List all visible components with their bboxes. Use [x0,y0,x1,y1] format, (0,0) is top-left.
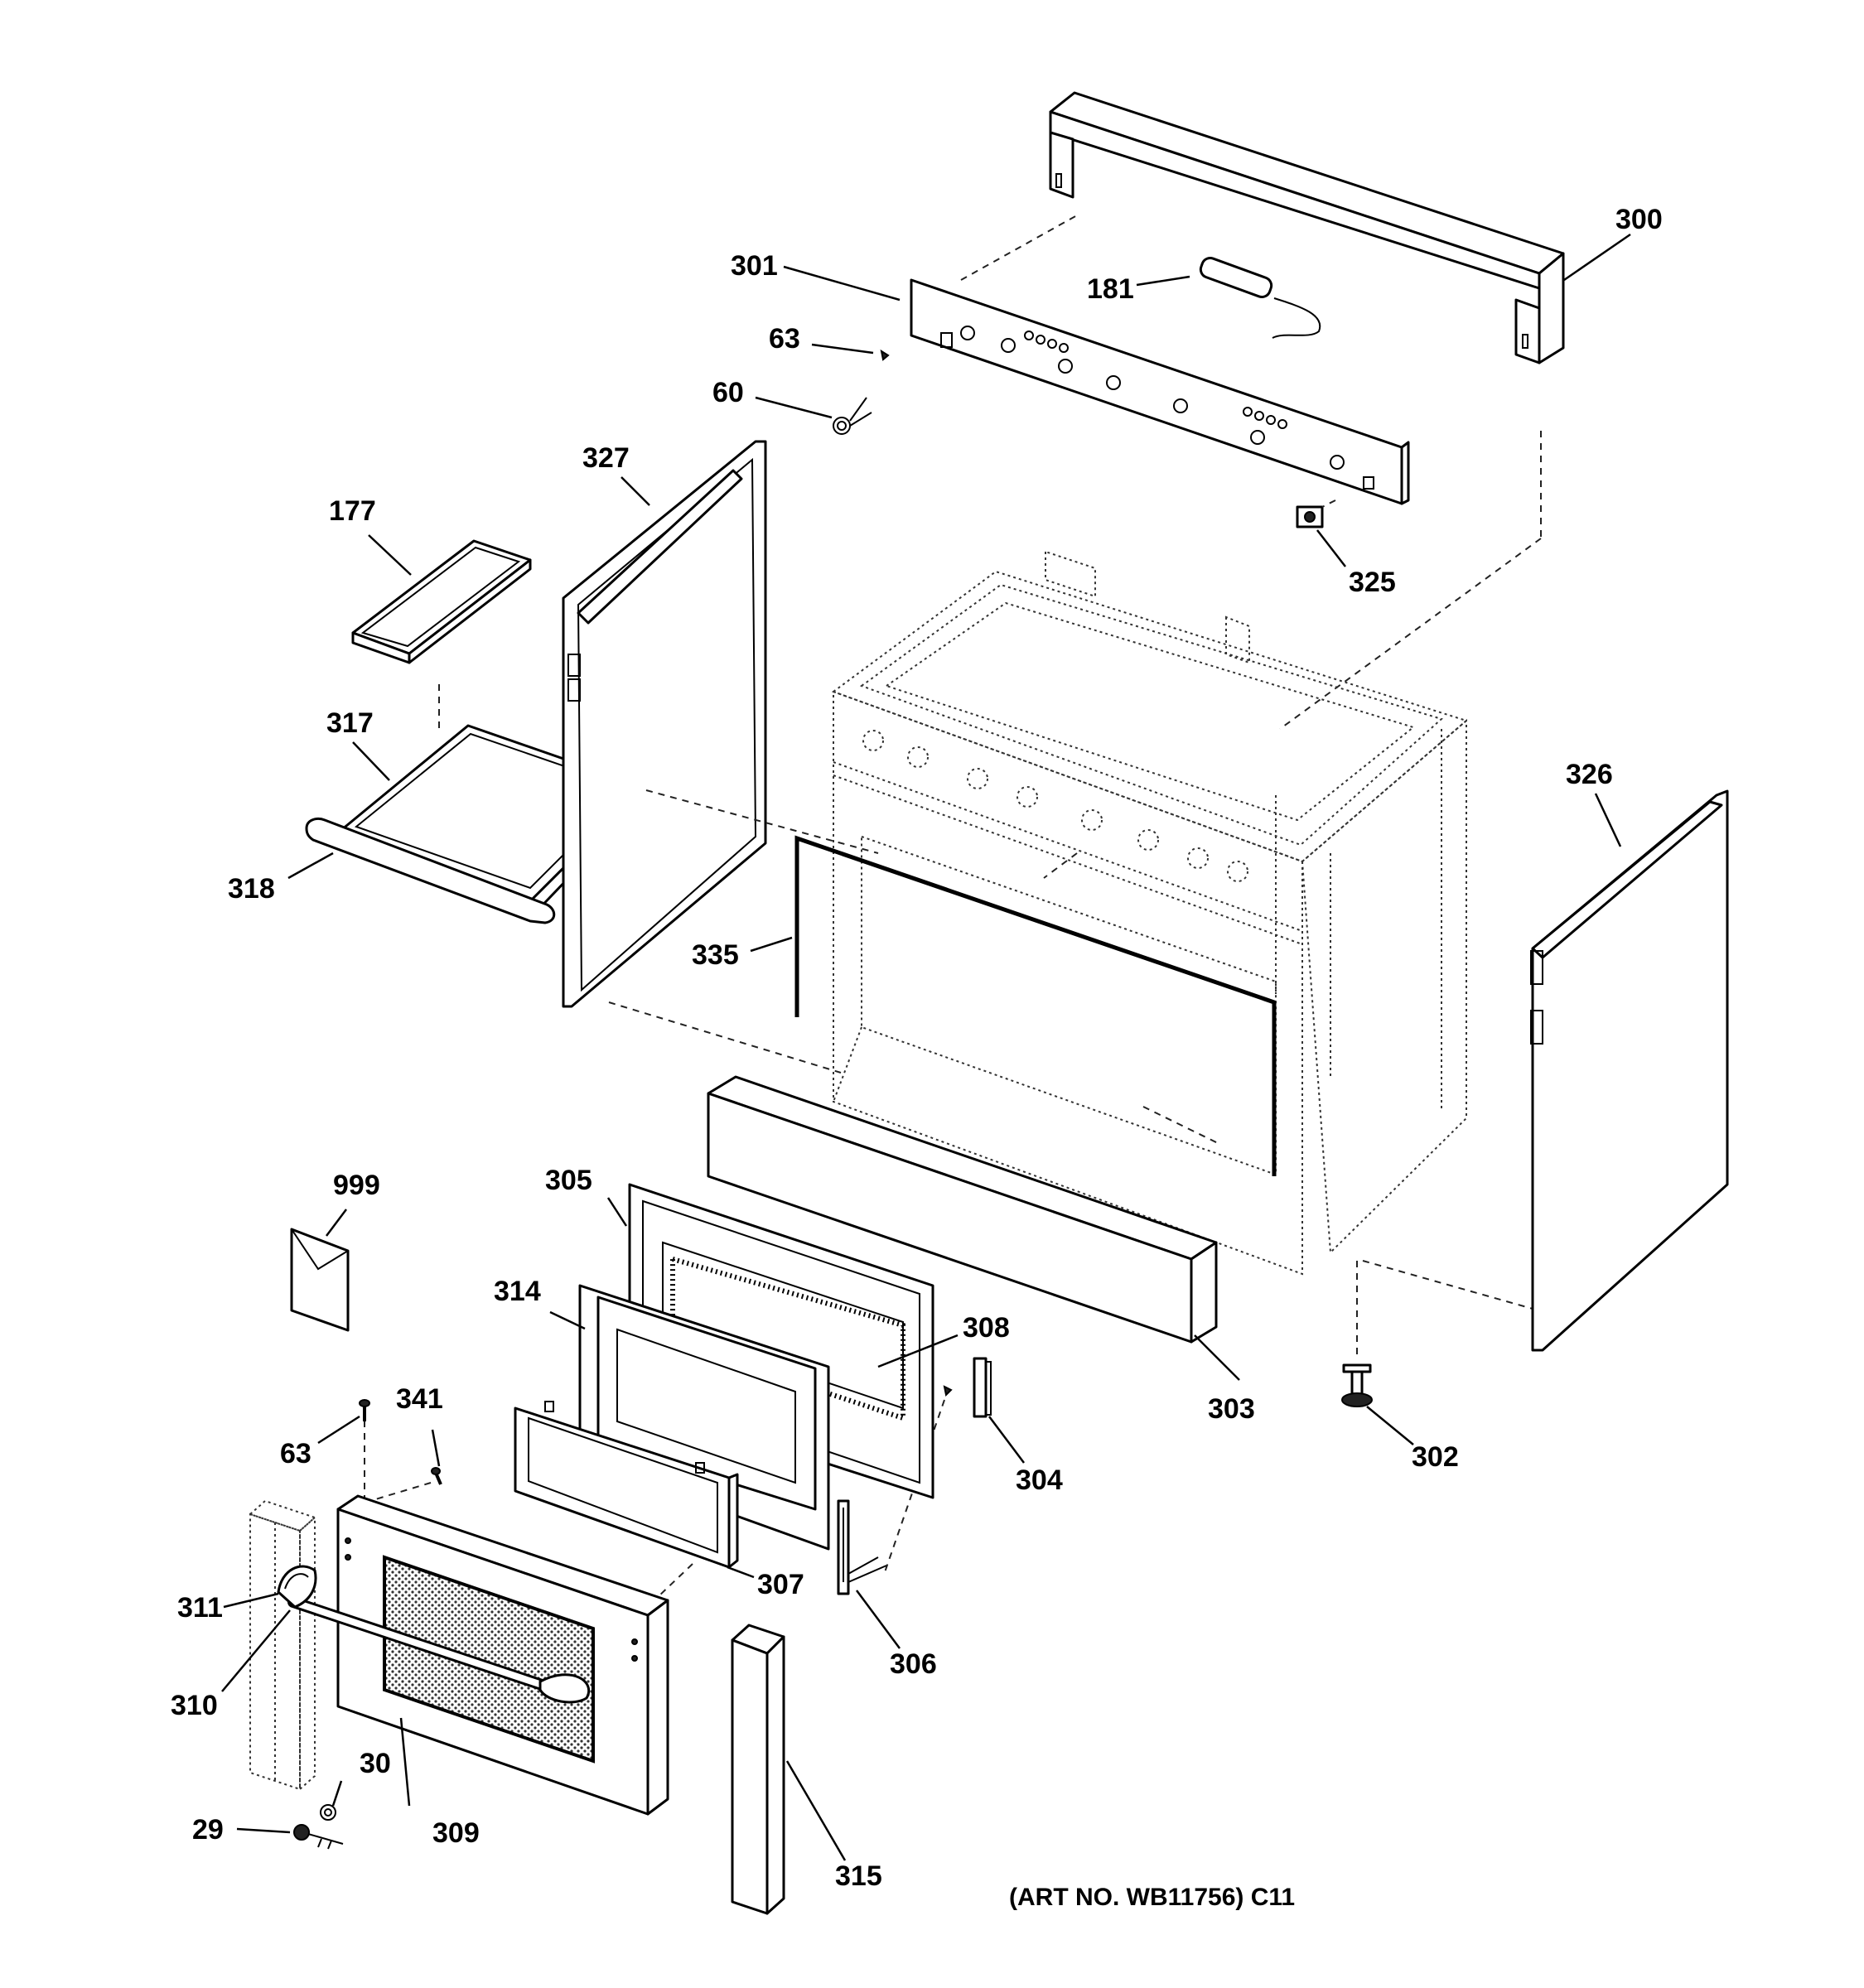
part-door-side-trim-ghost [249,1499,316,1792]
part-309-outer-door [336,1494,669,1816]
part-335-gasket [794,835,1277,1176]
callout-306: 306 [890,1648,937,1680]
callout-181: 181 [1087,273,1134,305]
callout-315: 315 [835,1860,882,1892]
part-304-hinge-receptacle [943,1357,992,1418]
callout-341: 341 [396,1383,443,1415]
callout-307: 307 [757,1569,804,1600]
callout-326: 326 [1566,759,1613,790]
callout-308: 308 [963,1312,1010,1344]
part-29-latch [293,1824,344,1850]
part-999-literature [290,1228,350,1332]
part-318-shelf-front-trim [305,817,556,924]
part-302-leveling-leg [1341,1363,1373,1407]
callout-318: 318 [228,873,275,905]
callout-300: 300 [1615,204,1663,235]
callout-309: 309 [432,1817,480,1849]
part-63-screw-lower [359,1399,370,1421]
callout-63-lower: 63 [280,1438,311,1469]
part-181-sensor [1199,256,1321,339]
callout-177: 177 [329,495,376,527]
part-30-grommet [320,1804,336,1821]
part-326-right-side-panel [1530,789,1729,1352]
callout-60: 60 [712,377,744,408]
part-301-control-panel [910,278,1410,505]
leader-lines [221,233,1631,1861]
callout-304: 304 [1016,1464,1063,1496]
part-315-door-side-trim [731,1624,785,1915]
callout-999: 999 [333,1170,380,1201]
range-body-cabinet [831,550,1469,1276]
part-306-hinge [837,1499,887,1595]
callout-63-upper: 63 [769,323,800,355]
part-300-backguard-trim [1049,91,1565,364]
callout-325: 325 [1349,567,1396,598]
part-327-left-side-panel [562,440,767,1008]
callout-317: 317 [326,707,374,739]
callout-327: 327 [582,442,630,474]
art-number-note: (ART NO. WB11756) C11 [1009,1884,1295,1911]
callout-310: 310 [171,1690,218,1721]
part-177-drip-tray [351,539,532,664]
part-310-handle [287,1596,591,1704]
callout-335: 335 [692,939,739,971]
part-341-screw [431,1467,442,1485]
part-63-screw-upper [880,349,890,361]
callout-29: 29 [192,1814,224,1846]
part-325-switch [1296,505,1324,528]
part-311-handle-end-cap [277,1565,317,1609]
callout-303: 303 [1208,1393,1255,1425]
callout-311: 311 [177,1592,223,1624]
callout-314: 314 [494,1276,541,1307]
callout-labels: 300 301 181 63 60 327 177 325 317 326 31… [171,204,1663,1911]
part-303-drawer-front [707,1075,1218,1344]
part-60-wire-clip [833,397,872,435]
callout-302: 302 [1412,1441,1459,1473]
callout-305: 305 [545,1165,592,1196]
part-308-glass-gasket [670,1256,905,1422]
part-307-window-glass [514,1401,739,1569]
callout-30: 30 [360,1748,391,1779]
callout-301: 301 [731,250,778,282]
